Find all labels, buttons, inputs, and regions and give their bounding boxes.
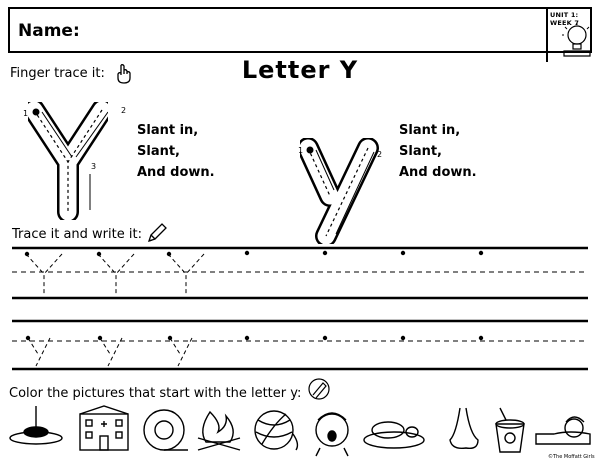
nose-icon [449,407,479,450]
uppercase-cues: Slant in, Slant, And down. [137,120,215,183]
name-label: Name: [18,21,80,41]
pencil-icon [147,223,167,243]
lowercase-cues: Slant in, Slant, And down. [399,120,477,183]
y-stroke-number-1: 1 [23,109,29,118]
page-title: Letter Y [241,56,359,84]
sleeping-boy-icon [535,416,591,445]
y-stroke-number-3: 3 [91,162,97,171]
handwriting-lines[interactable] [0,240,600,380]
cue-line: Slant, [399,144,442,159]
name-box: Name: UNIT 1: WEEK 7 [8,7,592,62]
tape-roll-icon [143,409,188,451]
lightbulb-icon [562,23,592,57]
lowercase-y-tracing [300,138,379,244]
cue-line: Slant in, [137,123,199,138]
yoyo-icon [9,406,63,445]
y-lower-stroke-number-1: 1 [298,146,304,155]
uppercase-y-tracing [28,102,108,220]
yogurt-icon [495,407,525,453]
trace-write-label: Trace it and write it: [12,227,142,242]
unit-label: UNIT 1: WEEK 7 [550,11,580,27]
color-pictures-label: Color the pictures that start with the l… [9,386,302,401]
yawning-girl-icon [315,412,349,457]
yam-plate-icon [363,421,425,449]
cue-line: And down. [399,165,477,180]
unit-box: UNIT 1: WEEK 7 [546,9,600,62]
cue-line: Slant, [137,144,180,159]
finger-trace-label: Finger trace it: [10,66,105,81]
finger-trace-text: Finger trace it: [10,66,105,81]
pointing-finger-icon [117,64,131,84]
crayon-hand-icon [308,378,330,400]
cue-line: And down. [137,165,215,180]
y-lower-stroke-number-2: 2 [377,150,383,159]
cue-line: Slant in, [399,123,461,138]
campfire-icon [197,410,241,451]
pictures-row [9,405,591,457]
copyright-credit: ©The Moffatt Girls [548,454,595,460]
yarn-ball-icon [254,410,299,451]
school-building-icon [79,405,129,451]
y-stroke-number-2: 2 [121,106,127,115]
